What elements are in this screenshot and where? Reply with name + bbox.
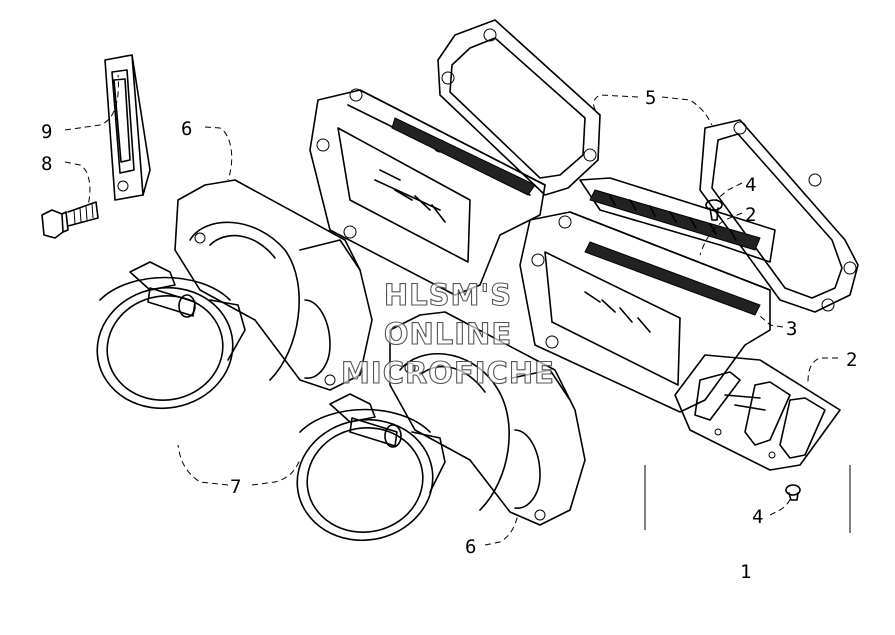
watermark-line-1: HLSM'S bbox=[384, 278, 512, 312]
callout-2-lower: 2 bbox=[846, 349, 857, 371]
watermark: HLSM'S ONLINE MICROFICHE bbox=[341, 277, 555, 390]
callout-6-lower: 6 bbox=[465, 536, 476, 558]
reed-cage-upper bbox=[309, 88, 546, 296]
hose-clamp-lower bbox=[296, 393, 446, 542]
callout-1: 1 bbox=[740, 561, 751, 583]
callout-4-upper: 4 bbox=[745, 174, 756, 196]
callout-6-upper: 6 bbox=[181, 118, 192, 140]
callout-3: 3 bbox=[786, 318, 797, 340]
callout-2-upper: 2 bbox=[745, 204, 756, 226]
leader-lines bbox=[64, 74, 838, 546]
callout-4-lower: 4 bbox=[752, 506, 763, 528]
callout-9: 9 bbox=[41, 121, 52, 143]
reed-cage-lower bbox=[519, 211, 771, 413]
assembly-bracket-1 bbox=[644, 465, 851, 533]
reed-valve-gasket-upper bbox=[437, 19, 601, 196]
callout-7: 7 bbox=[230, 476, 241, 498]
reed-valve-gasket-right bbox=[699, 119, 859, 313]
flange-bolt-8 bbox=[41, 201, 99, 239]
callout-labels: 9 8 6 5 4 2 3 2 7 6 4 1 bbox=[41, 87, 857, 583]
callout-8: 8 bbox=[41, 153, 52, 175]
screw-upper-4 bbox=[705, 199, 723, 221]
watermark-line-2: ONLINE bbox=[384, 317, 512, 351]
hose-clamp-upper bbox=[96, 261, 246, 410]
screw-lower-4 bbox=[785, 484, 801, 501]
reed-petals-upper bbox=[579, 177, 776, 263]
watermark-line-3: MICROFICHE bbox=[341, 356, 555, 390]
mounting-flange-9 bbox=[104, 54, 151, 201]
intake-flange-upper bbox=[174, 179, 373, 391]
callout-5: 5 bbox=[645, 87, 656, 109]
reed-petals-lower bbox=[674, 354, 841, 471]
intake-flange-lower bbox=[389, 311, 586, 526]
